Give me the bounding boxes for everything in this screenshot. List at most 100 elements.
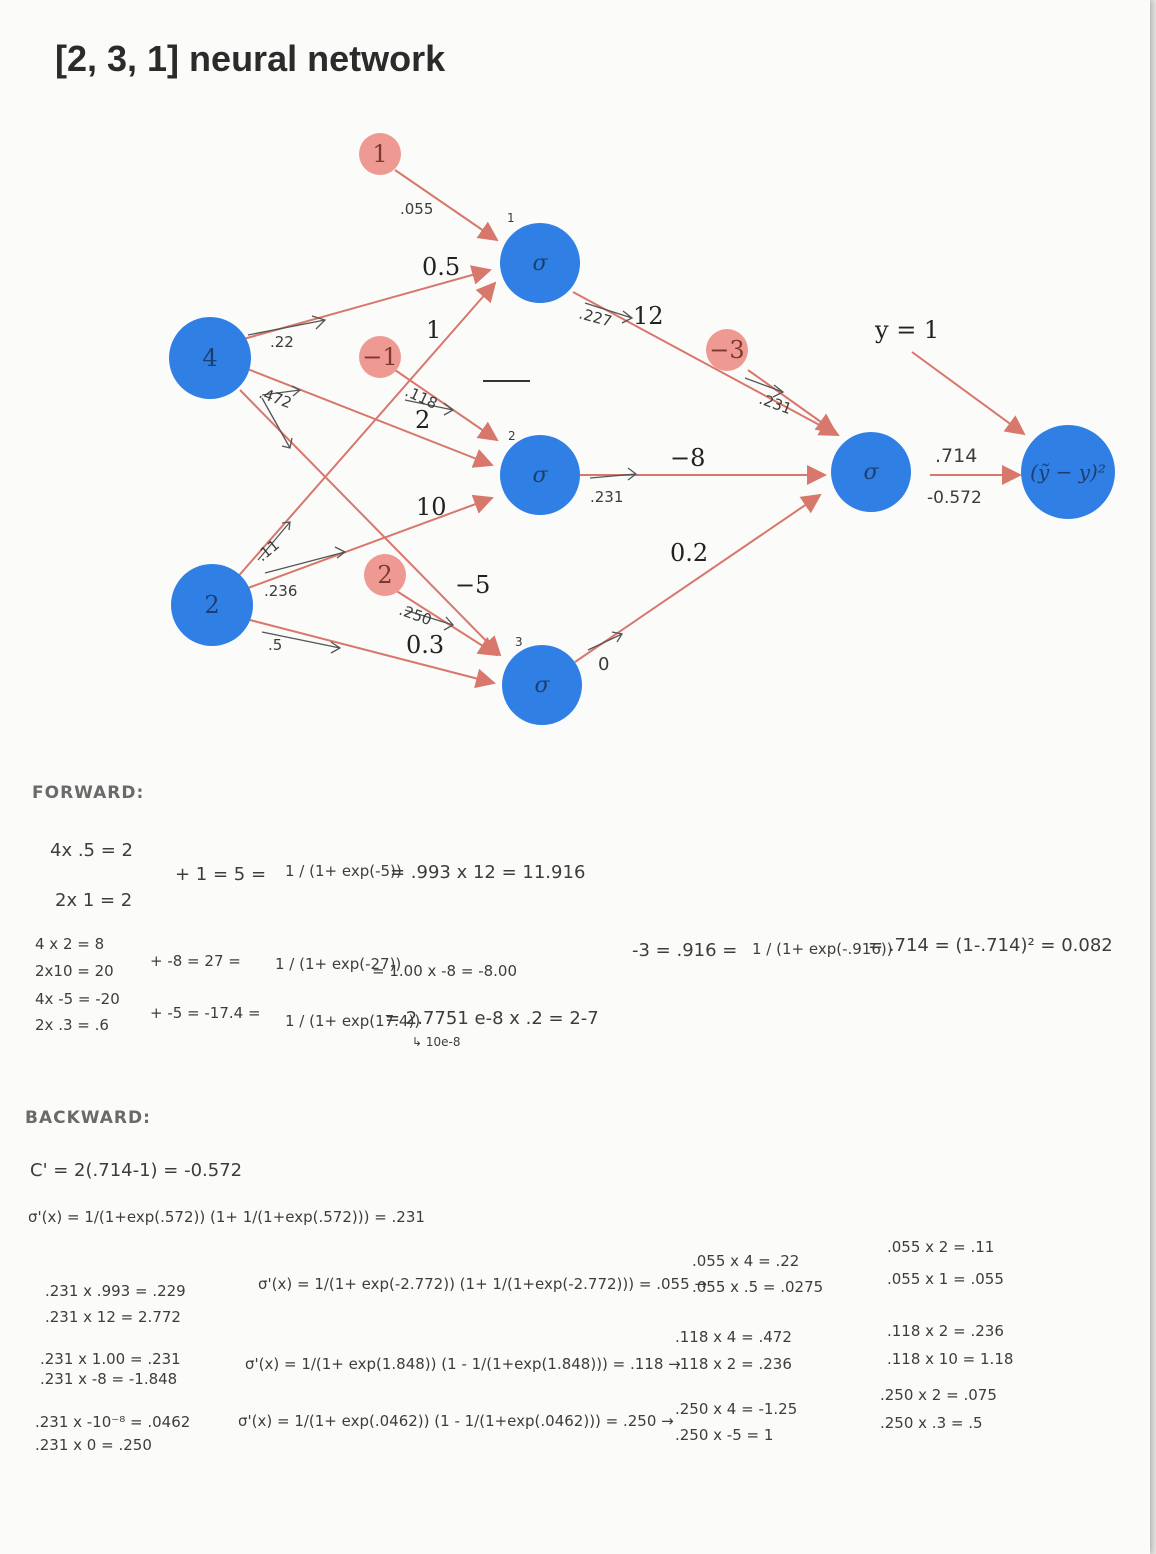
backward-line: .118 x 2 = .236	[887, 1322, 1004, 1340]
forward-line: 1 / (1+ exp(-5))	[285, 862, 402, 880]
backward-line: C' = 2(.714-1) = -0.572	[30, 1160, 243, 1181]
grad-h3-out: 0	[598, 654, 609, 675]
hand-arrow-h3-out	[587, 631, 624, 651]
bias-node-out	[706, 329, 748, 371]
edge-h1-out	[572, 291, 840, 436]
hidden-node-1	[500, 223, 580, 303]
target-label: y = 1	[874, 316, 939, 344]
edge-x1-h2	[244, 367, 494, 468]
hidden-label-2: σ	[532, 463, 548, 488]
bias-label-out: −3	[709, 336, 744, 364]
forward-line: = 1.00 x -8 = -8.00	[372, 962, 518, 980]
grad-bias-out: .231	[757, 390, 795, 418]
backward-line: σ'(x) = 1/(1+ exp(-2.772)) (1+ 1/(1+exp(…	[258, 1275, 707, 1293]
backward-line: .055 x .5 = .0275	[692, 1278, 824, 1296]
input-node-x2	[171, 564, 253, 646]
forward-line: 4 x 2 = 8	[35, 935, 105, 953]
weight-x2-h2: 10	[416, 493, 447, 521]
backward-line: .118 x 2 = .236	[675, 1355, 792, 1373]
hand-arrow-h1-out	[584, 302, 634, 324]
forward-line: + -5 = -17.4 =	[150, 1004, 261, 1022]
forward-line: ↳ 10e-8	[412, 1035, 461, 1049]
hidden-label-1: σ	[532, 251, 548, 276]
forward-line: = .993 x 12 = 11.916	[390, 862, 586, 883]
bias-node-h2	[359, 336, 401, 378]
grad-bias3: .250	[397, 601, 435, 629]
backward-line: .231 x -10⁻⁸ = .0462	[35, 1413, 191, 1431]
backward-line: .055 x 1 = .055	[887, 1270, 1004, 1288]
backward-line: .231 x 1.00 = .231	[40, 1350, 181, 1368]
bias-label-h3: 2	[377, 561, 392, 589]
bias-label-h2: −1	[362, 343, 397, 371]
grad-x2-h2: .236	[264, 582, 297, 600]
hand-arrow-x2-h2	[264, 546, 347, 574]
loss-node	[1021, 425, 1115, 519]
weight-x1-h3: −5	[455, 571, 490, 599]
grad-h1-out: .227	[577, 304, 614, 330]
hand-arrow-bias-out	[744, 377, 785, 398]
edge-h3-out	[574, 493, 822, 663]
weight-x1-h1: 0.5	[422, 253, 460, 281]
hidden-index-1: 1	[507, 211, 515, 225]
backward-line: .055 x 2 = .11	[887, 1238, 995, 1256]
weight-x1-h2: 2	[415, 406, 430, 434]
backward-heading: BACKWARD:	[25, 1108, 151, 1128]
grad-x1-h2: .472	[257, 384, 295, 412]
grad-h2-out: .231	[590, 488, 623, 506]
forward-line: 1 / (1+ exp(-27))	[275, 955, 402, 973]
edge-bias1-h1	[394, 169, 499, 242]
hidden-node-2	[500, 435, 580, 515]
backward-line: .231 x -8 = -1.848	[40, 1370, 178, 1388]
backward-line: .250 x 2 = .075	[880, 1386, 997, 1404]
output-node	[831, 432, 911, 512]
forward-line: + 1 = 5 =	[175, 864, 267, 885]
loss-label: (ỹ − y)²	[1030, 460, 1106, 484]
page-title: [2, 3, 1] neural network	[55, 38, 446, 79]
grad-x1-h1: .22	[270, 333, 294, 351]
forward-line: 2x .3 = .6	[35, 1016, 109, 1034]
hand-arrow-x2-h3	[261, 631, 342, 654]
backward-line: .231 x .993 = .229	[45, 1282, 186, 1300]
loss-derivative-value: -0.572	[927, 488, 982, 508]
hand-arrow-x1-h2	[261, 385, 302, 397]
edge-x2-h2	[247, 494, 494, 589]
forward-line: = .714 = (1-.714)² = 0.082	[868, 935, 1113, 956]
hand-arrow-x2-h1	[257, 521, 291, 561]
forward-line: 4x -5 = -20	[35, 990, 120, 1008]
edge-bias-out	[747, 369, 837, 434]
backward-line: σ'(x) = 1/(1+ exp(.0462)) (1 - 1/(1+exp(…	[238, 1412, 674, 1430]
hand-arrow-x1-h3	[261, 397, 293, 449]
forward-line: 1 / (1+ exp(17.4))	[285, 1012, 421, 1030]
weight-h2-out: −8	[670, 444, 705, 472]
backward-line: .250 x 4 = -1.25	[675, 1400, 798, 1418]
hidden-label-3: σ	[534, 673, 550, 698]
hand-arrow-bias3	[404, 609, 455, 631]
hidden-index-2: 2	[508, 429, 516, 443]
backward-line: .231 x 0 = .250	[35, 1436, 152, 1454]
forward-line: 2x 1 = 2	[55, 890, 133, 911]
edge-x1-h3	[239, 389, 502, 657]
hand-arrow-bias2	[404, 399, 455, 416]
prediction-value: .714	[935, 445, 977, 467]
edge-x2-h1	[234, 281, 497, 581]
weight-h1-out: 12	[633, 302, 664, 330]
backward-line: .055 x 4 = .22	[692, 1252, 800, 1270]
forward-line: 1 / (1+ exp(-.916))	[752, 940, 893, 958]
forward-line: + -8 = 27 =	[150, 952, 241, 970]
bias-label-h1: 1	[372, 140, 387, 168]
bias-node-h3	[364, 554, 406, 596]
hand-arrow-x1-h1	[247, 315, 327, 336]
hidden-node-3	[502, 645, 582, 725]
edge-x2-h3	[249, 619, 496, 689]
output-label: σ	[863, 460, 879, 485]
input-label-x1: 4	[202, 344, 217, 372]
grad-x2-h1: .11	[253, 536, 283, 565]
backward-line: .118 x 10 = 1.18	[887, 1350, 1014, 1368]
forward-line: 4x .5 = 2	[50, 840, 133, 861]
forward-line: = 2.7751 e-8 x .2 = 2-7	[385, 1008, 599, 1029]
weight-h3-out: 0.2	[670, 539, 708, 567]
backward-line: .250 x .3 = .5	[880, 1414, 983, 1432]
edge-target-loss	[911, 351, 1026, 436]
weight-x2-h1: 1	[426, 316, 441, 344]
